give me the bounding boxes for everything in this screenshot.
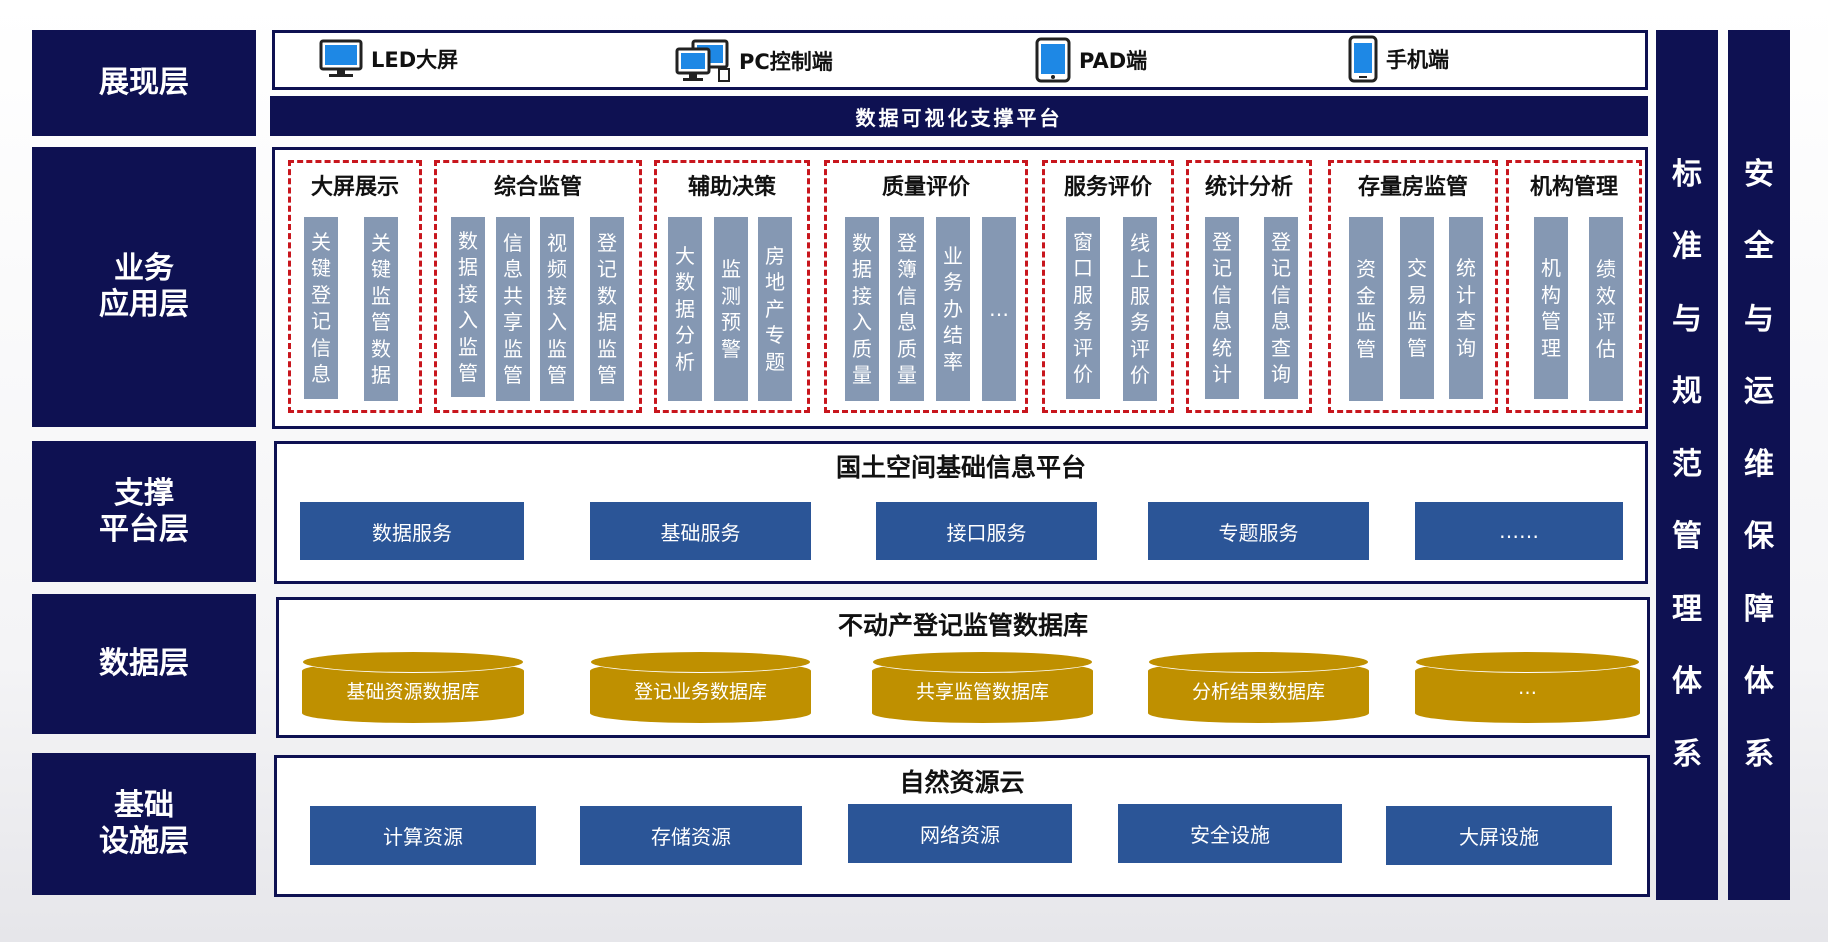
database-cylinder: 分析结果数据库 bbox=[1148, 651, 1369, 723]
business-module: 数据接入质量 bbox=[845, 217, 879, 401]
layer-label-presentation: 展现层 bbox=[32, 30, 256, 136]
business-module: 登记信息查询 bbox=[1264, 217, 1298, 399]
business-group: 机构管理 bbox=[1506, 160, 1642, 413]
business-module: 关键监管数据 bbox=[364, 217, 398, 401]
layer-label-business: 业务 应用层 bbox=[32, 147, 256, 427]
business-module: … bbox=[982, 217, 1016, 401]
support-service-box: 基础服务 bbox=[590, 502, 811, 560]
device-phone: 手机端 bbox=[1348, 35, 1449, 83]
cloud-resource-box: 网络资源 bbox=[848, 804, 1072, 863]
cloud-title: 自然资源云 bbox=[899, 768, 1025, 797]
cloud-resource-box: 大屏设施 bbox=[1386, 806, 1612, 865]
business-module: 绩效评估 bbox=[1589, 217, 1623, 401]
business-group: 大屏展示 bbox=[288, 160, 422, 413]
database-cylinder: 共享监管数据库 bbox=[872, 651, 1093, 723]
device-pad: PAD端 bbox=[1035, 37, 1147, 83]
business-group-title: 服务评价 bbox=[1063, 175, 1152, 200]
business-module: 关键登记信息 bbox=[304, 217, 338, 399]
devices-frame: LED大屏 PC控制端 PAD端 手机端 bbox=[272, 30, 1648, 90]
database-label: … bbox=[1518, 677, 1537, 699]
business-group: 统计分析 bbox=[1186, 160, 1312, 413]
business-group: 存量房监管 bbox=[1328, 160, 1498, 413]
business-module: 数据接入监管 bbox=[451, 217, 485, 397]
business-group: 质量评价 bbox=[824, 160, 1028, 413]
business-module: 大数据分析 bbox=[668, 217, 702, 401]
phone-icon bbox=[1348, 35, 1378, 83]
database-cylinder: 基础资源数据库 bbox=[302, 651, 524, 723]
business-module: 机构管理 bbox=[1534, 217, 1568, 399]
standards-system-bar: 标准与规范管理体系 bbox=[1656, 30, 1718, 900]
support-service-box: …… bbox=[1415, 502, 1623, 560]
business-module: 窗口服务评价 bbox=[1066, 217, 1100, 399]
device-label: 手机端 bbox=[1386, 48, 1449, 72]
tablet-icon bbox=[1035, 37, 1071, 83]
business-module: 登记信息统计 bbox=[1205, 217, 1239, 399]
layer-label-data: 数据层 bbox=[32, 594, 256, 734]
business-group-title: 质量评价 bbox=[881, 175, 970, 200]
business-group: 综合监管 bbox=[434, 160, 642, 413]
database-label: 分析结果数据库 bbox=[1191, 681, 1325, 703]
business-module: 监测预警 bbox=[714, 217, 748, 401]
business-module: 业务办结率 bbox=[936, 217, 970, 401]
database-cylinder: 登记业务数据库 bbox=[590, 651, 811, 723]
database-cylinder: … bbox=[1415, 651, 1640, 723]
viz-platform-bar: 数据可视化支撑平台 bbox=[270, 96, 1648, 136]
business-group-title: 机构管理 bbox=[1529, 175, 1618, 200]
device-label: PC控制端 bbox=[739, 50, 833, 74]
business-group-title: 存量房监管 bbox=[1357, 175, 1468, 200]
business-group-title: 辅助决策 bbox=[687, 175, 776, 200]
business-group: 服务评价 bbox=[1042, 160, 1174, 413]
business-module: 房地产专题 bbox=[758, 217, 792, 401]
support-service-box: 接口服务 bbox=[876, 502, 1097, 560]
business-module: 登记数据监管 bbox=[590, 217, 624, 401]
support-service-box: 专题服务 bbox=[1148, 502, 1369, 560]
device-pc: PC控制端 bbox=[675, 39, 833, 83]
business-module: 统计查询 bbox=[1449, 217, 1483, 399]
business-group-title: 综合监管 bbox=[493, 175, 582, 200]
security-system-bar: 安全与运维保障体系 bbox=[1728, 30, 1790, 900]
business-group-title: 大屏展示 bbox=[310, 175, 399, 200]
device-led: LED大屏 bbox=[319, 39, 458, 79]
database-label: 登记业务数据库 bbox=[633, 681, 767, 703]
business-module: 信息共享监管 bbox=[496, 217, 530, 401]
device-label: PAD端 bbox=[1079, 49, 1148, 73]
support-service-box: 数据服务 bbox=[300, 502, 524, 560]
monitor-icon bbox=[319, 39, 363, 77]
cloud-resource-box: 存储资源 bbox=[580, 806, 802, 865]
business-module: 线上服务评价 bbox=[1123, 217, 1157, 401]
database-label: 共享监管数据库 bbox=[915, 681, 1049, 703]
business-module: 交易监管 bbox=[1400, 217, 1434, 399]
business-group-title: 统计分析 bbox=[1204, 175, 1293, 200]
support-platform-title: 国土空间基础信息平台 bbox=[835, 453, 1086, 482]
pc-icon bbox=[675, 39, 730, 82]
business-module: 视频接入监管 bbox=[540, 217, 574, 401]
business-module: 资金监管 bbox=[1349, 217, 1383, 401]
database-label: 基础资源数据库 bbox=[346, 681, 480, 703]
business-group: 辅助决策 bbox=[654, 160, 810, 413]
layer-label-infra: 基础 设施层 bbox=[32, 753, 256, 895]
device-label: LED大屏 bbox=[371, 48, 459, 72]
cloud-resource-box: 计算资源 bbox=[310, 806, 536, 865]
layer-label-support: 支撑 平台层 bbox=[32, 441, 256, 582]
business-module: 登簿信息质量 bbox=[890, 217, 924, 401]
cloud-resource-box: 安全设施 bbox=[1118, 804, 1342, 863]
database-title: 不动产登记监管数据库 bbox=[837, 611, 1088, 640]
